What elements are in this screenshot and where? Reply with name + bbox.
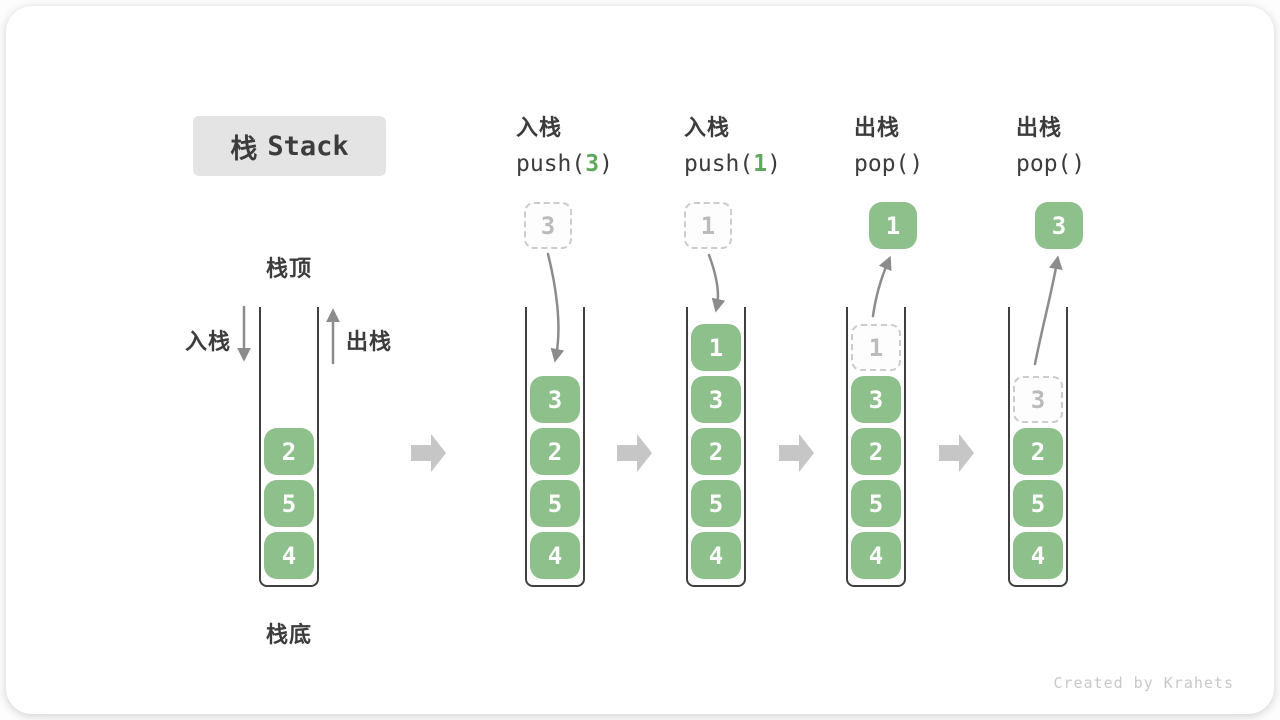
floating-cell-dashed: 1	[684, 202, 732, 249]
op-name: 入栈	[516, 116, 563, 141]
op-label-pop-1: 出栈 pop()	[854, 110, 1024, 177]
op-label-push-1: 入栈 push(1)	[684, 110, 854, 177]
op-name: 入栈	[684, 116, 731, 141]
stack-cell-ghost: 1	[851, 324, 901, 371]
stack-bottom-label: 栈底	[265, 623, 312, 648]
floating-cell-green: 3	[1035, 202, 1083, 249]
code-arg: 3	[585, 151, 600, 177]
title-box: 栈 Stack	[193, 116, 386, 176]
code-post: )	[909, 151, 924, 177]
stack-cell: 4	[691, 532, 741, 579]
op-code: push(1)	[684, 151, 854, 177]
op-code: push(3)	[516, 151, 686, 177]
stack-cell: 3	[851, 376, 901, 423]
op-name: 出栈	[1016, 116, 1063, 141]
stack-cell: 5	[691, 480, 741, 527]
stack-cell: 1	[691, 324, 741, 371]
code-post: )	[767, 151, 781, 177]
push-curve-arrow-icon	[707, 253, 726, 313]
stack-cell: 3	[530, 376, 580, 423]
stack-cell: 2	[1013, 428, 1063, 475]
stack-top-label: 栈顶	[265, 257, 312, 282]
stack-cell: 5	[530, 480, 580, 527]
step-arrow-icon	[939, 434, 974, 472]
stack-cell: 4	[530, 532, 580, 579]
stack-cell: 4	[264, 532, 314, 579]
title-en: Stack	[267, 130, 349, 162]
push-side-label: 入栈	[184, 330, 231, 355]
step-arrow-icon	[411, 434, 446, 472]
pop-side-label: 出栈	[346, 330, 393, 355]
code-post: )	[599, 151, 613, 177]
stack-cell: 5	[264, 480, 314, 527]
code-pre: pop(	[1016, 151, 1072, 177]
code-pre: pop(	[854, 151, 910, 177]
code-post: )	[1071, 151, 1086, 177]
op-name: 出栈	[854, 116, 901, 141]
op-label-push-3: 入栈 push(3)	[516, 110, 686, 177]
stack-cell: 4	[851, 532, 901, 579]
title-zh: 栈	[230, 133, 258, 165]
floating-cell-green: 1	[869, 202, 917, 249]
stack-cell: 5	[851, 480, 901, 527]
code-arg: 1	[753, 151, 768, 177]
op-label-pop-3: 出栈 pop()	[1016, 110, 1186, 177]
stack-cell: 2	[264, 428, 314, 475]
stack-cell: 2	[530, 428, 580, 475]
op-code: pop()	[1016, 151, 1186, 177]
op-code: pop()	[854, 151, 1024, 177]
step-arrow-icon	[779, 434, 814, 472]
card: 栈 Stack 入栈 push(3) 入栈 push(1) 出栈 pop() 出…	[6, 6, 1274, 714]
watermark: Created by Krahets	[1053, 674, 1234, 692]
code-pre: push(	[516, 151, 586, 177]
step-arrow-icon	[617, 434, 652, 472]
stack-cell: 2	[691, 428, 741, 475]
stack-cell-ghost: 3	[1013, 376, 1063, 423]
stack-cell: 3	[691, 376, 741, 423]
stack-cell: 2	[851, 428, 901, 475]
floating-cell-dashed: 3	[524, 202, 572, 249]
stack-cell: 5	[1013, 480, 1063, 527]
code-pre: push(	[684, 151, 754, 177]
stack-cell: 4	[1013, 532, 1063, 579]
